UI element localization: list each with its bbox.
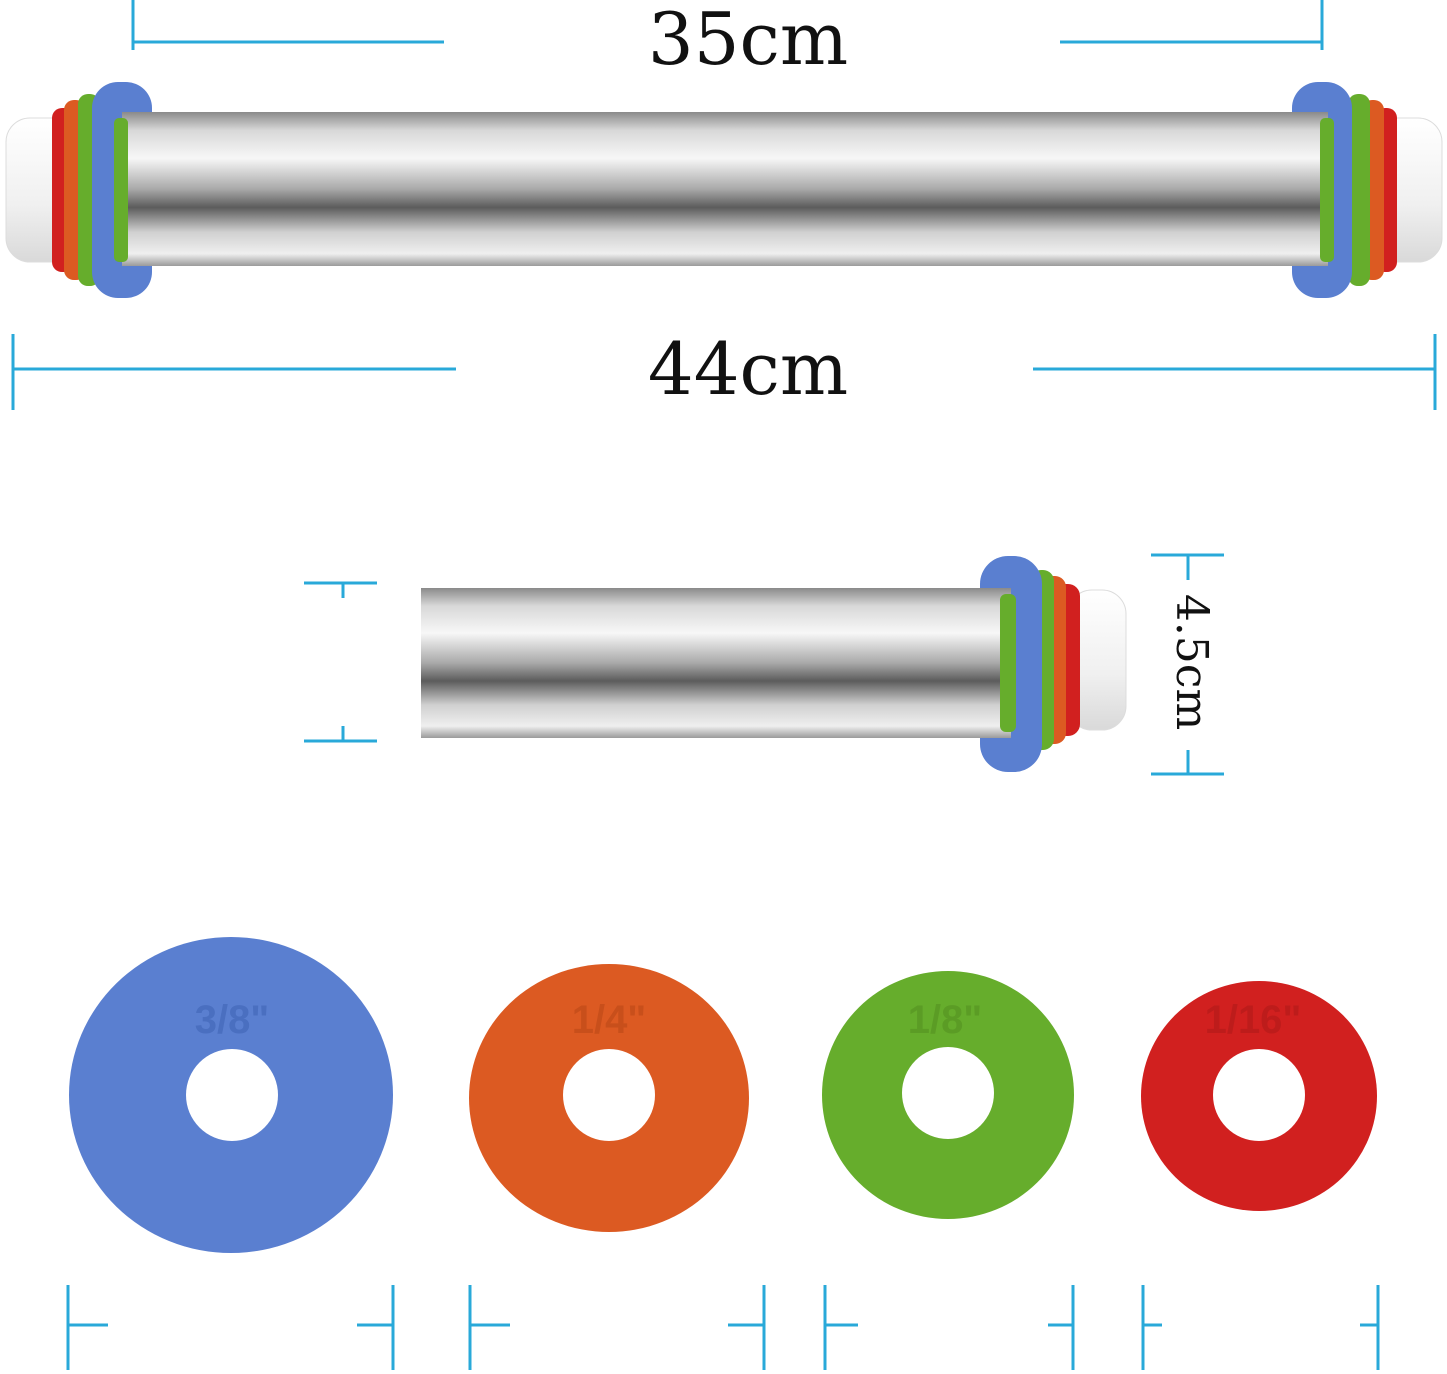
inner-length-label: 35cm — [648, 0, 848, 81]
disc-1-8: 1/8" — [822, 971, 1074, 1219]
rolling-pin-full — [5, 82, 1443, 298]
detail-steel-tube — [421, 588, 1011, 738]
disc-label: 1/16" — [1205, 998, 1302, 1042]
disc-row: 3/8" 1/4" 1/8" 1/16" — [69, 937, 1377, 1253]
disc-1-16: 1/16" — [1141, 981, 1377, 1211]
diameter-label: 4.5cm — [1166, 594, 1217, 730]
diameter-marker-left — [304, 581, 377, 743]
disc-label: 1/4" — [572, 998, 647, 1042]
diameter-dimension: 4.5cm — [1151, 553, 1224, 776]
disc-width-markers — [66, 1285, 1380, 1370]
total-length-dimension: 44cm — [11, 327, 1437, 411]
rolling-pin-detail — [421, 556, 1127, 772]
disc-label: 1/8" — [908, 998, 983, 1042]
disc-3-8: 3/8" — [69, 937, 393, 1253]
disc-1-4: 1/4" — [469, 964, 749, 1232]
inner-length-dimension: 35cm — [131, 0, 1324, 81]
total-length-label: 44cm — [648, 327, 848, 411]
steel-tube — [122, 112, 1328, 266]
disc-label: 3/8" — [195, 998, 270, 1042]
